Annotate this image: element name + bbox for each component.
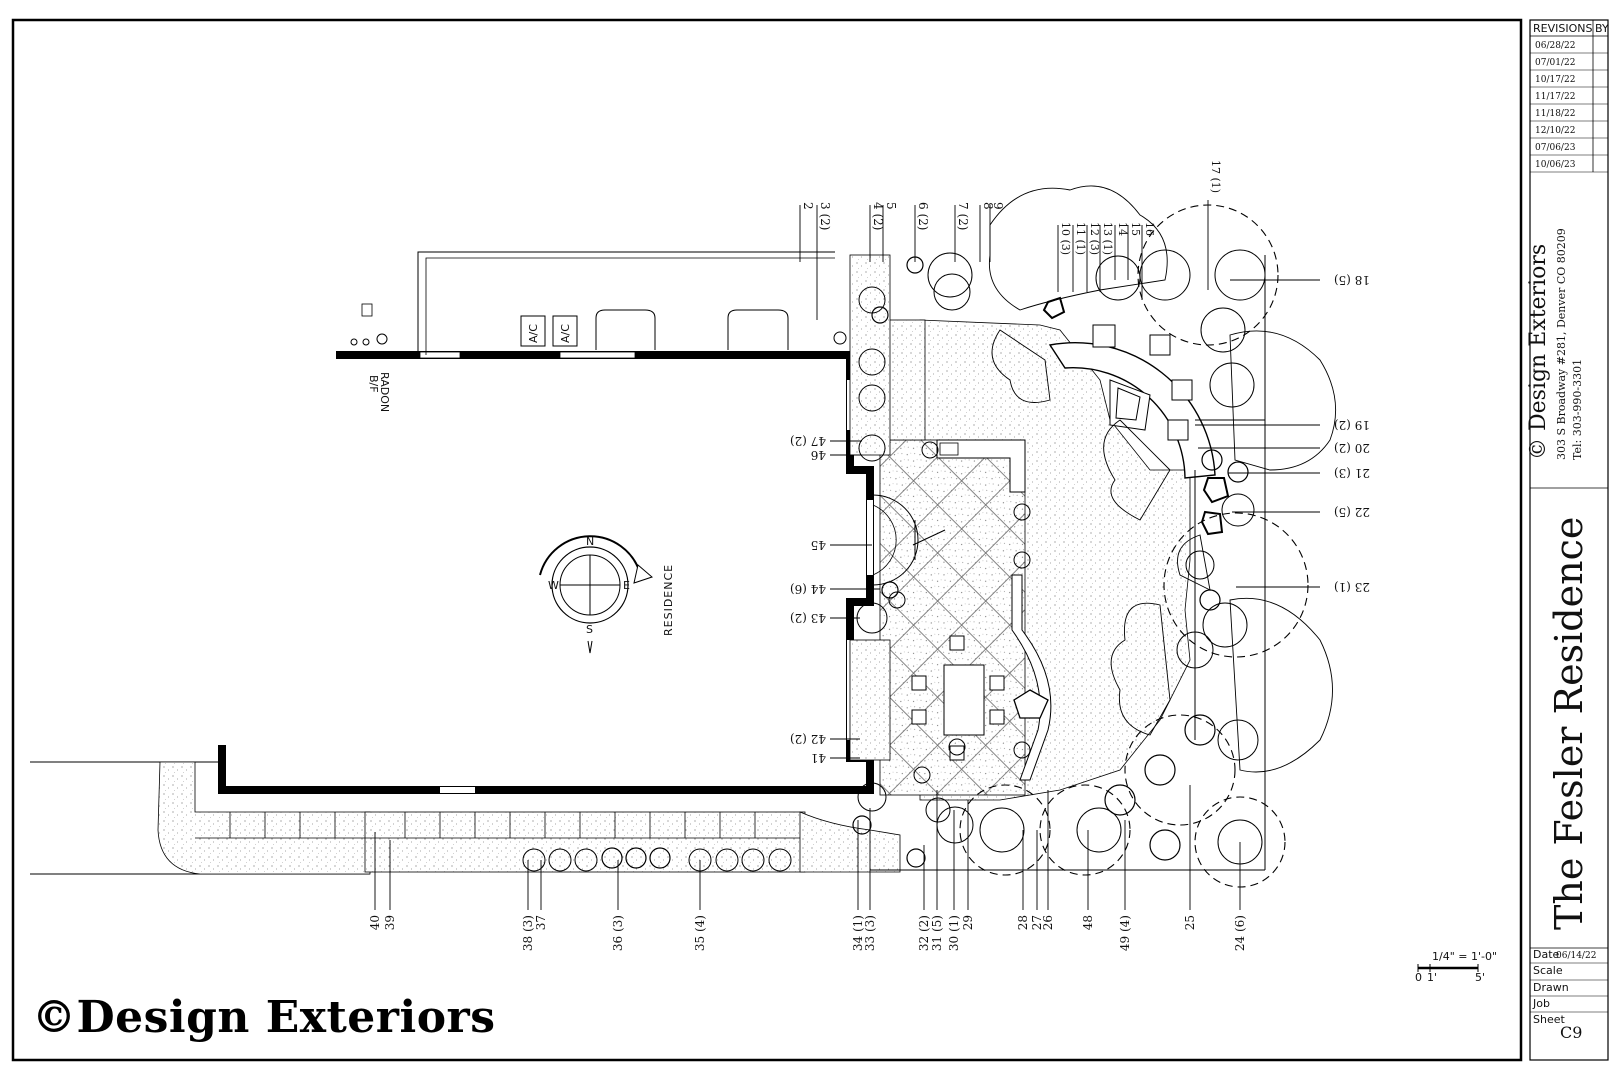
callout-42: 42 (2) bbox=[790, 732, 826, 746]
callout-labels-top: 2 3 (2) 4 (2) 5 6 (2) 7 (2) 8 9 10 (3) 1… bbox=[801, 160, 1222, 255]
date-value: 06/14/22 bbox=[1556, 951, 1596, 961]
revisions-by-header: BY bbox=[1595, 22, 1609, 35]
callout-20: 20 (2) bbox=[1334, 441, 1370, 455]
scale-bar: 1/4" = 1'-0" 0 1' 5' bbox=[1415, 950, 1497, 984]
callout-16: 16 bbox=[1143, 222, 1156, 236]
callout-3: 3 (2) bbox=[818, 202, 832, 230]
callout-33: 33 (3) bbox=[863, 915, 877, 951]
company-name: © Design Exteriors bbox=[1526, 244, 1551, 460]
callout-36: 36 (3) bbox=[611, 915, 625, 951]
callout-22: 22 (5) bbox=[1334, 505, 1370, 519]
scale-field-label: Scale bbox=[1533, 964, 1563, 977]
ac-label-1: A/C bbox=[527, 324, 540, 343]
scale-tick-1: 1' bbox=[1427, 971, 1437, 984]
sheet-border bbox=[11, 18, 1523, 1062]
callout-8: 8 bbox=[981, 202, 995, 210]
callout-labels-right: 18 (5) 19 (2) 20 (2) 21 (3) 22 (5) 23 (1… bbox=[1334, 273, 1370, 594]
revision-date-8: 10/06/23 bbox=[1535, 160, 1576, 170]
callout-6: 6 (2) bbox=[916, 202, 930, 230]
callout-34: 34 (1) bbox=[851, 915, 865, 951]
compass-e: E bbox=[623, 579, 630, 592]
callout-45: 45 bbox=[811, 538, 826, 552]
sheet-label: Sheet bbox=[1533, 1013, 1565, 1026]
bf-label: B/F bbox=[367, 375, 380, 393]
callout-47: 47 (2) bbox=[790, 434, 826, 448]
callout-35: 35 (4) bbox=[693, 915, 707, 951]
callout-2: 2 bbox=[801, 202, 815, 210]
callout-29: 29 bbox=[961, 915, 975, 930]
callout-12: 12 (3) bbox=[1088, 222, 1101, 255]
callout-40: 40 bbox=[368, 915, 382, 930]
callout-24: 24 (6) bbox=[1233, 915, 1247, 951]
callout-43: 43 (2) bbox=[790, 611, 826, 625]
revision-date-5: 11/18/22 bbox=[1535, 109, 1575, 119]
residence-label: RESIDENCE bbox=[662, 564, 675, 636]
callout-23: 23 (1) bbox=[1334, 580, 1370, 594]
ac-label-2: A/C bbox=[559, 324, 572, 343]
callout-15: 15 bbox=[1129, 222, 1142, 236]
callout-32: 32 (2) bbox=[917, 915, 931, 951]
callout-labels-residence-side: 47 (2) 46 45 44 (6) 43 (2) 42 (2) 41 bbox=[790, 434, 826, 765]
callout-39: 39 bbox=[383, 915, 397, 930]
revisions-header: REVISIONS bbox=[1533, 22, 1592, 35]
revision-date-2: 07/01/22 bbox=[1535, 58, 1575, 68]
project-title: The Fesler Residence bbox=[1547, 517, 1591, 930]
scale-tick-5: 5' bbox=[1475, 971, 1485, 984]
trees-and-shrubs bbox=[522, 185, 1337, 888]
callout-48: 48 bbox=[1081, 915, 1095, 930]
revision-date-3: 10/17/22 bbox=[1535, 75, 1575, 85]
callout-21: 21 (3) bbox=[1334, 466, 1370, 480]
callout-18: 18 (5) bbox=[1334, 273, 1370, 287]
scale-label: 1/4" = 1'-0" bbox=[1432, 950, 1497, 963]
company-address: 303 S Broadway #281, Denver CO 80209 bbox=[1555, 228, 1568, 460]
patio-area bbox=[157, 254, 1266, 875]
callout-11: 11 (1) bbox=[1074, 222, 1087, 255]
company-tel: Tel: 303-990-3301 bbox=[1571, 359, 1584, 460]
drawn-label: Drawn bbox=[1533, 981, 1569, 994]
callout-17: 17 (1) bbox=[1209, 160, 1222, 193]
title-block: REVISIONS BY 06/28/22 07/01/22 10/17/22 … bbox=[1526, 19, 1609, 1061]
north-arrow-compass: N S E W bbox=[539, 535, 653, 654]
revision-date-6: 12/10/22 bbox=[1535, 126, 1575, 136]
sheet-number: C9 bbox=[1560, 1023, 1582, 1042]
job-label: Job bbox=[1532, 997, 1550, 1010]
callout-49: 49 (4) bbox=[1118, 915, 1132, 951]
callout-26: 26 bbox=[1041, 915, 1055, 930]
callout-28: 28 bbox=[1016, 915, 1030, 930]
callout-44: 44 (6) bbox=[790, 582, 826, 596]
callout-labels-bottom: 40 39 38 (3) 37 36 (3) 35 (4) 34 (1) 33 … bbox=[368, 915, 1247, 951]
callout-14: 14 bbox=[1116, 222, 1129, 236]
callout-37: 37 bbox=[534, 915, 548, 930]
callout-10: 10 (3) bbox=[1059, 222, 1072, 255]
callout-7: 7 (2) bbox=[956, 202, 970, 230]
radon-label: RADON bbox=[378, 372, 391, 412]
revision-date-7: 07/06/23 bbox=[1535, 143, 1576, 153]
revision-date-4: 11/17/22 bbox=[1535, 92, 1575, 102]
scale-tick-0: 0 bbox=[1415, 971, 1422, 984]
compass-n: N bbox=[586, 535, 594, 548]
callout-9: 9 bbox=[991, 202, 1005, 210]
callout-13: 13 (1) bbox=[1101, 222, 1114, 255]
revision-date-1: 06/28/22 bbox=[1535, 41, 1575, 51]
date-label: Date bbox=[1533, 948, 1560, 961]
residence: A/C A/C B/F RADON RESIDENCE bbox=[30, 251, 874, 875]
callout-5: 5 bbox=[884, 202, 898, 210]
callout-46: 46 bbox=[811, 448, 826, 462]
callout-30: 30 (1) bbox=[947, 915, 961, 951]
watermark: ©Design Exteriors bbox=[32, 992, 496, 1043]
callout-leaders bbox=[374, 200, 1320, 910]
callout-41: 41 bbox=[811, 751, 826, 765]
callout-4: 4 (2) bbox=[871, 202, 885, 230]
compass-w: W bbox=[548, 579, 559, 592]
callout-31: 31 (5) bbox=[930, 915, 944, 951]
callout-27: 27 bbox=[1030, 915, 1044, 930]
callout-38: 38 (3) bbox=[521, 915, 535, 951]
compass-s: S bbox=[586, 623, 593, 636]
callout-19: 19 (2) bbox=[1334, 418, 1370, 432]
callout-25: 25 bbox=[1183, 915, 1197, 930]
